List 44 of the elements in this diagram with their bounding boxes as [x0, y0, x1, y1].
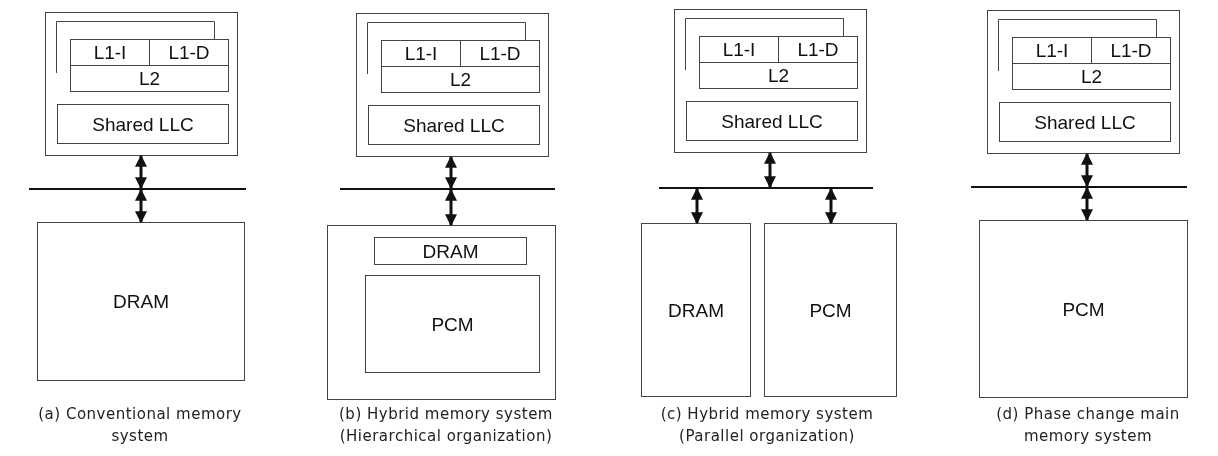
double-arrow [445, 188, 457, 227]
caption: (b) Hybrid memory system (Hierarchical organization) [338, 404, 554, 447]
caption: (a) Conventional memory system [37, 404, 243, 447]
double-arrow [445, 155, 457, 190]
double-arrow [1081, 186, 1093, 222]
memory-box: DRAM [37, 222, 245, 381]
caption: (c) Hybrid memory system (Parallel organization) [659, 404, 875, 447]
processor-chip-box [45, 12, 238, 156]
memory-bus-line [971, 186, 1187, 188]
cache-box: L2 [381, 66, 540, 93]
double-arrow [1081, 152, 1093, 188]
memory-box: PCM [979, 220, 1188, 398]
cache-box: Shared LLC [999, 102, 1171, 142]
double-arrow [135, 154, 147, 190]
processor-chip-box [356, 13, 549, 157]
cache-box: L1-I [1012, 37, 1092, 64]
processor-chip-box [674, 9, 867, 153]
cache-box: L2 [699, 62, 858, 89]
double-arrow [135, 188, 147, 224]
memory-bus-line [340, 188, 555, 190]
double-arrow [764, 151, 776, 189]
double-arrow [691, 187, 703, 225]
processor-chip-box [987, 10, 1180, 154]
memory-box: DRAM [641, 223, 751, 397]
memory-box: DRAM [374, 237, 527, 265]
memory-box: PCM [764, 223, 897, 397]
cache-box: L2 [70, 65, 229, 92]
cache-box: L1-D [778, 36, 858, 63]
memory-bus-line [29, 188, 246, 190]
cache-box: L1-D [460, 40, 540, 67]
memory-bus-line [659, 187, 873, 189]
cache-box: L1-I [381, 40, 461, 67]
caption: (d) Phase change main memory system [995, 404, 1181, 447]
double-arrow [825, 187, 837, 225]
cache-box: L1-I [699, 36, 779, 63]
cache-box: L1-D [149, 39, 229, 66]
cache-box: Shared LLC [368, 105, 540, 145]
cache-box: Shared LLC [686, 101, 858, 141]
memory-box: PCM [365, 275, 540, 373]
cache-box: L2 [1012, 63, 1171, 90]
cache-box: Shared LLC [57, 104, 229, 144]
memory-box [327, 225, 556, 400]
cache-box: L1-D [1091, 37, 1171, 64]
cache-box: L1-I [70, 39, 150, 66]
